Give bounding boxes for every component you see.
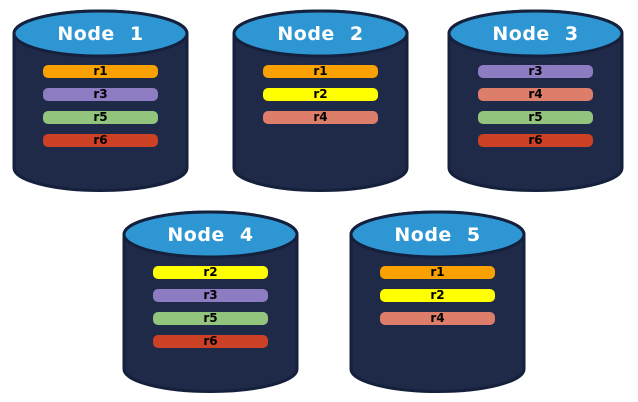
cylinder-top: [349, 210, 526, 259]
replica-bar-list: r3 r4 r5 r6: [478, 65, 593, 157]
cylinder-top: [232, 9, 409, 58]
cylinder-top: [447, 9, 624, 58]
replica-bar-list: r1 r3 r5 r6: [43, 65, 158, 157]
replica-bar-list: r1 r2 r4: [263, 65, 378, 134]
node-title: Node 2: [277, 22, 364, 45]
node-cylinder-1: Node 1 r1 r3 r5 r6: [12, 9, 189, 193]
replica-bar-r3: r3: [153, 289, 268, 302]
replica-bar-r4: r4: [263, 111, 378, 124]
node-title: Node 4: [167, 223, 254, 246]
replica-bar-r6: r6: [43, 134, 158, 147]
replica-bar-r3: r3: [478, 65, 593, 78]
node-cylinder-3: Node 3 r3 r4 r5 r6: [447, 9, 624, 193]
replica-bar-r6: r6: [153, 335, 268, 348]
replica-bar-r5: r5: [478, 111, 593, 124]
cylinder-top: [122, 210, 299, 259]
cylinder-top: [12, 9, 189, 58]
node-title: Node 1: [57, 22, 144, 45]
replica-bar-r5: r5: [153, 312, 268, 325]
replica-bar-r6: r6: [478, 134, 593, 147]
replica-bar-list: r1 r2 r4: [380, 266, 495, 335]
node-title: Node 5: [394, 223, 481, 246]
node-cylinder-2: Node 2 r1 r2 r4: [232, 9, 409, 193]
replica-bar-r1: r1: [43, 65, 158, 78]
replica-bar-list: r2 r3 r5 r6: [153, 266, 268, 358]
replica-bar-r5: r5: [43, 111, 158, 124]
replica-bar-r2: r2: [263, 88, 378, 101]
replica-bar-r3: r3: [43, 88, 158, 101]
node-cylinder-4: Node 4 r2 r3 r5 r6: [122, 210, 299, 394]
node-cylinder-5: Node 5 r1 r2 r4: [349, 210, 526, 394]
replica-bar-r2: r2: [380, 289, 495, 302]
replica-bar-r2: r2: [153, 266, 268, 279]
replica-bar-r1: r1: [380, 266, 495, 279]
replica-bar-r1: r1: [263, 65, 378, 78]
replica-bar-r4: r4: [478, 88, 593, 101]
node-title: Node 3: [492, 22, 579, 45]
replica-bar-r4: r4: [380, 312, 495, 325]
